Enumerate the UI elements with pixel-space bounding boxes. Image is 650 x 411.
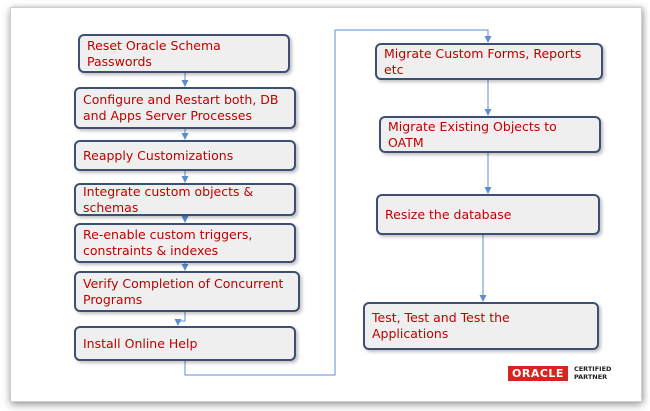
step-install-online-help: Install Online Help	[74, 326, 296, 361]
step-reenable-triggers: Re-enable custom triggers, constraints &…	[74, 223, 296, 263]
step-migrate-objects-oatm: Migrate Existing Objects to OATM	[379, 116, 601, 153]
step-verify-concurrent-programs: Verify Completion of Concurrent Programs	[74, 271, 300, 312]
oracle-brand-mark: ORACLE	[508, 366, 568, 381]
step-reset-schema-passwords: Reset Oracle Schema Passwords	[78, 34, 290, 73]
logo-line-certified: CERTIFIED	[573, 365, 612, 373]
oracle-certified-partner-logo: ORACLE CERTIFIED PARTNER	[508, 365, 612, 381]
step-migrate-custom-forms: Migrate Custom Forms, Reports etc	[375, 43, 603, 80]
step-resize-database: Resize the database	[376, 194, 600, 235]
step-integrate-custom-objects: Integrate custom objects & schemas	[74, 183, 296, 216]
arrow-6-7	[174, 312, 186, 326]
step-reapply-customizations: Reapply Customizations	[74, 140, 296, 171]
certified-partner-text: CERTIFIED PARTNER	[573, 365, 612, 381]
connector-column-link	[184, 29, 492, 376]
logo-line-partner: PARTNER	[573, 372, 608, 381]
step-test-applications: Test, Test and Test the Applications	[363, 302, 599, 350]
step-configure-restart-processes: Configure and Restart both, DB and Apps …	[74, 87, 296, 129]
